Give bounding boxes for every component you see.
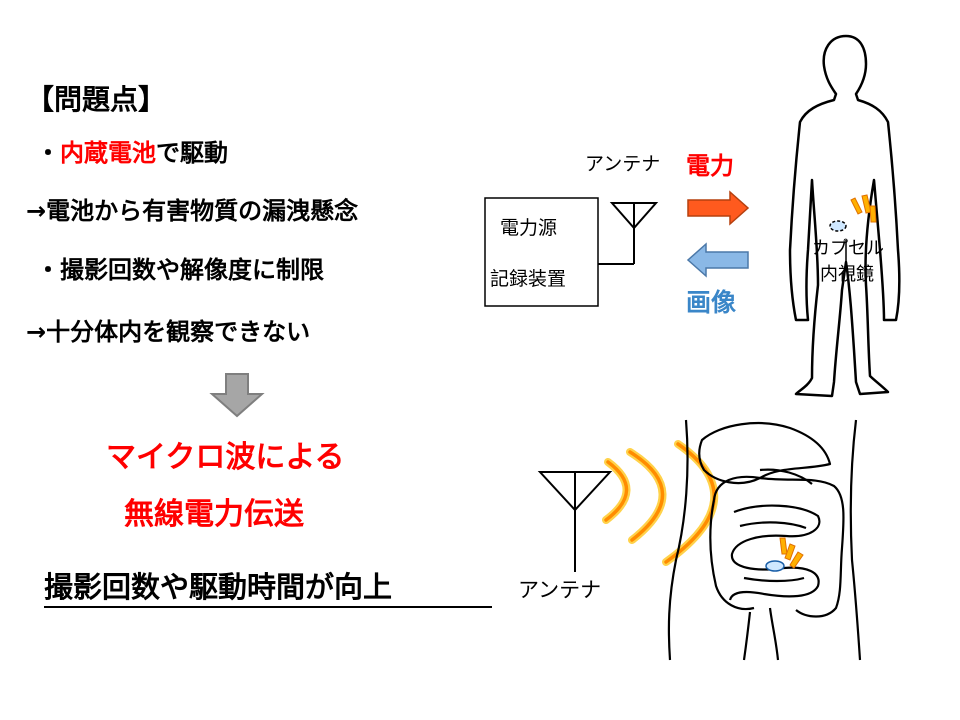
drive-text: で駆動 [156, 139, 228, 167]
box-label-recorder: 記録装置 [490, 268, 567, 290]
problem-line-4: →十分体内を観察できない [26, 318, 311, 346]
box-label-power-source: 電力源 [500, 217, 558, 239]
problem-heading: 【問題点】 [26, 83, 167, 116]
solution-line-2: 無線電力伝送 [124, 497, 304, 532]
power-arrow-icon [687, 190, 750, 226]
antenna-bottom-label: アンテナ [518, 578, 602, 602]
power-recorder-box [484, 197, 599, 307]
human-body-outline [788, 34, 901, 398]
image-arrow-icon [686, 242, 749, 278]
down-arrow-icon [209, 373, 265, 418]
antenna-top-icon [598, 202, 659, 265]
problem-line-2: →電池から有害物質の漏洩懸念 [26, 197, 359, 225]
spark-icon [850, 194, 877, 223]
power-label: 電力 [686, 152, 734, 180]
image-label: 画像 [686, 288, 737, 317]
internal-battery-text: 内蔵電池 [60, 139, 156, 167]
problem-line-3: ・撮影回数や解像度に制限 [36, 256, 324, 284]
antenna-bottom-icon [537, 471, 613, 572]
spark-intestine-icon [779, 537, 804, 569]
capsule-label-2: 内視鏡 [820, 264, 874, 285]
capsule-label-1: カプセル [812, 238, 884, 259]
problem-line-1: ・内蔵電池で駆動 [36, 141, 228, 165]
result-text: 撮影回数や駆動時間が向上 [44, 570, 393, 604]
capsule-icon [829, 220, 847, 232]
solution-line-1: マイクロ波による [106, 440, 345, 475]
abdomen-intestine-illustration [667, 419, 862, 661]
antenna-top-label: アンテナ [585, 153, 661, 175]
microwave-wave-icon [602, 440, 718, 566]
capsule-intestine-icon [765, 560, 785, 572]
bullet-1: ・ [36, 139, 60, 167]
